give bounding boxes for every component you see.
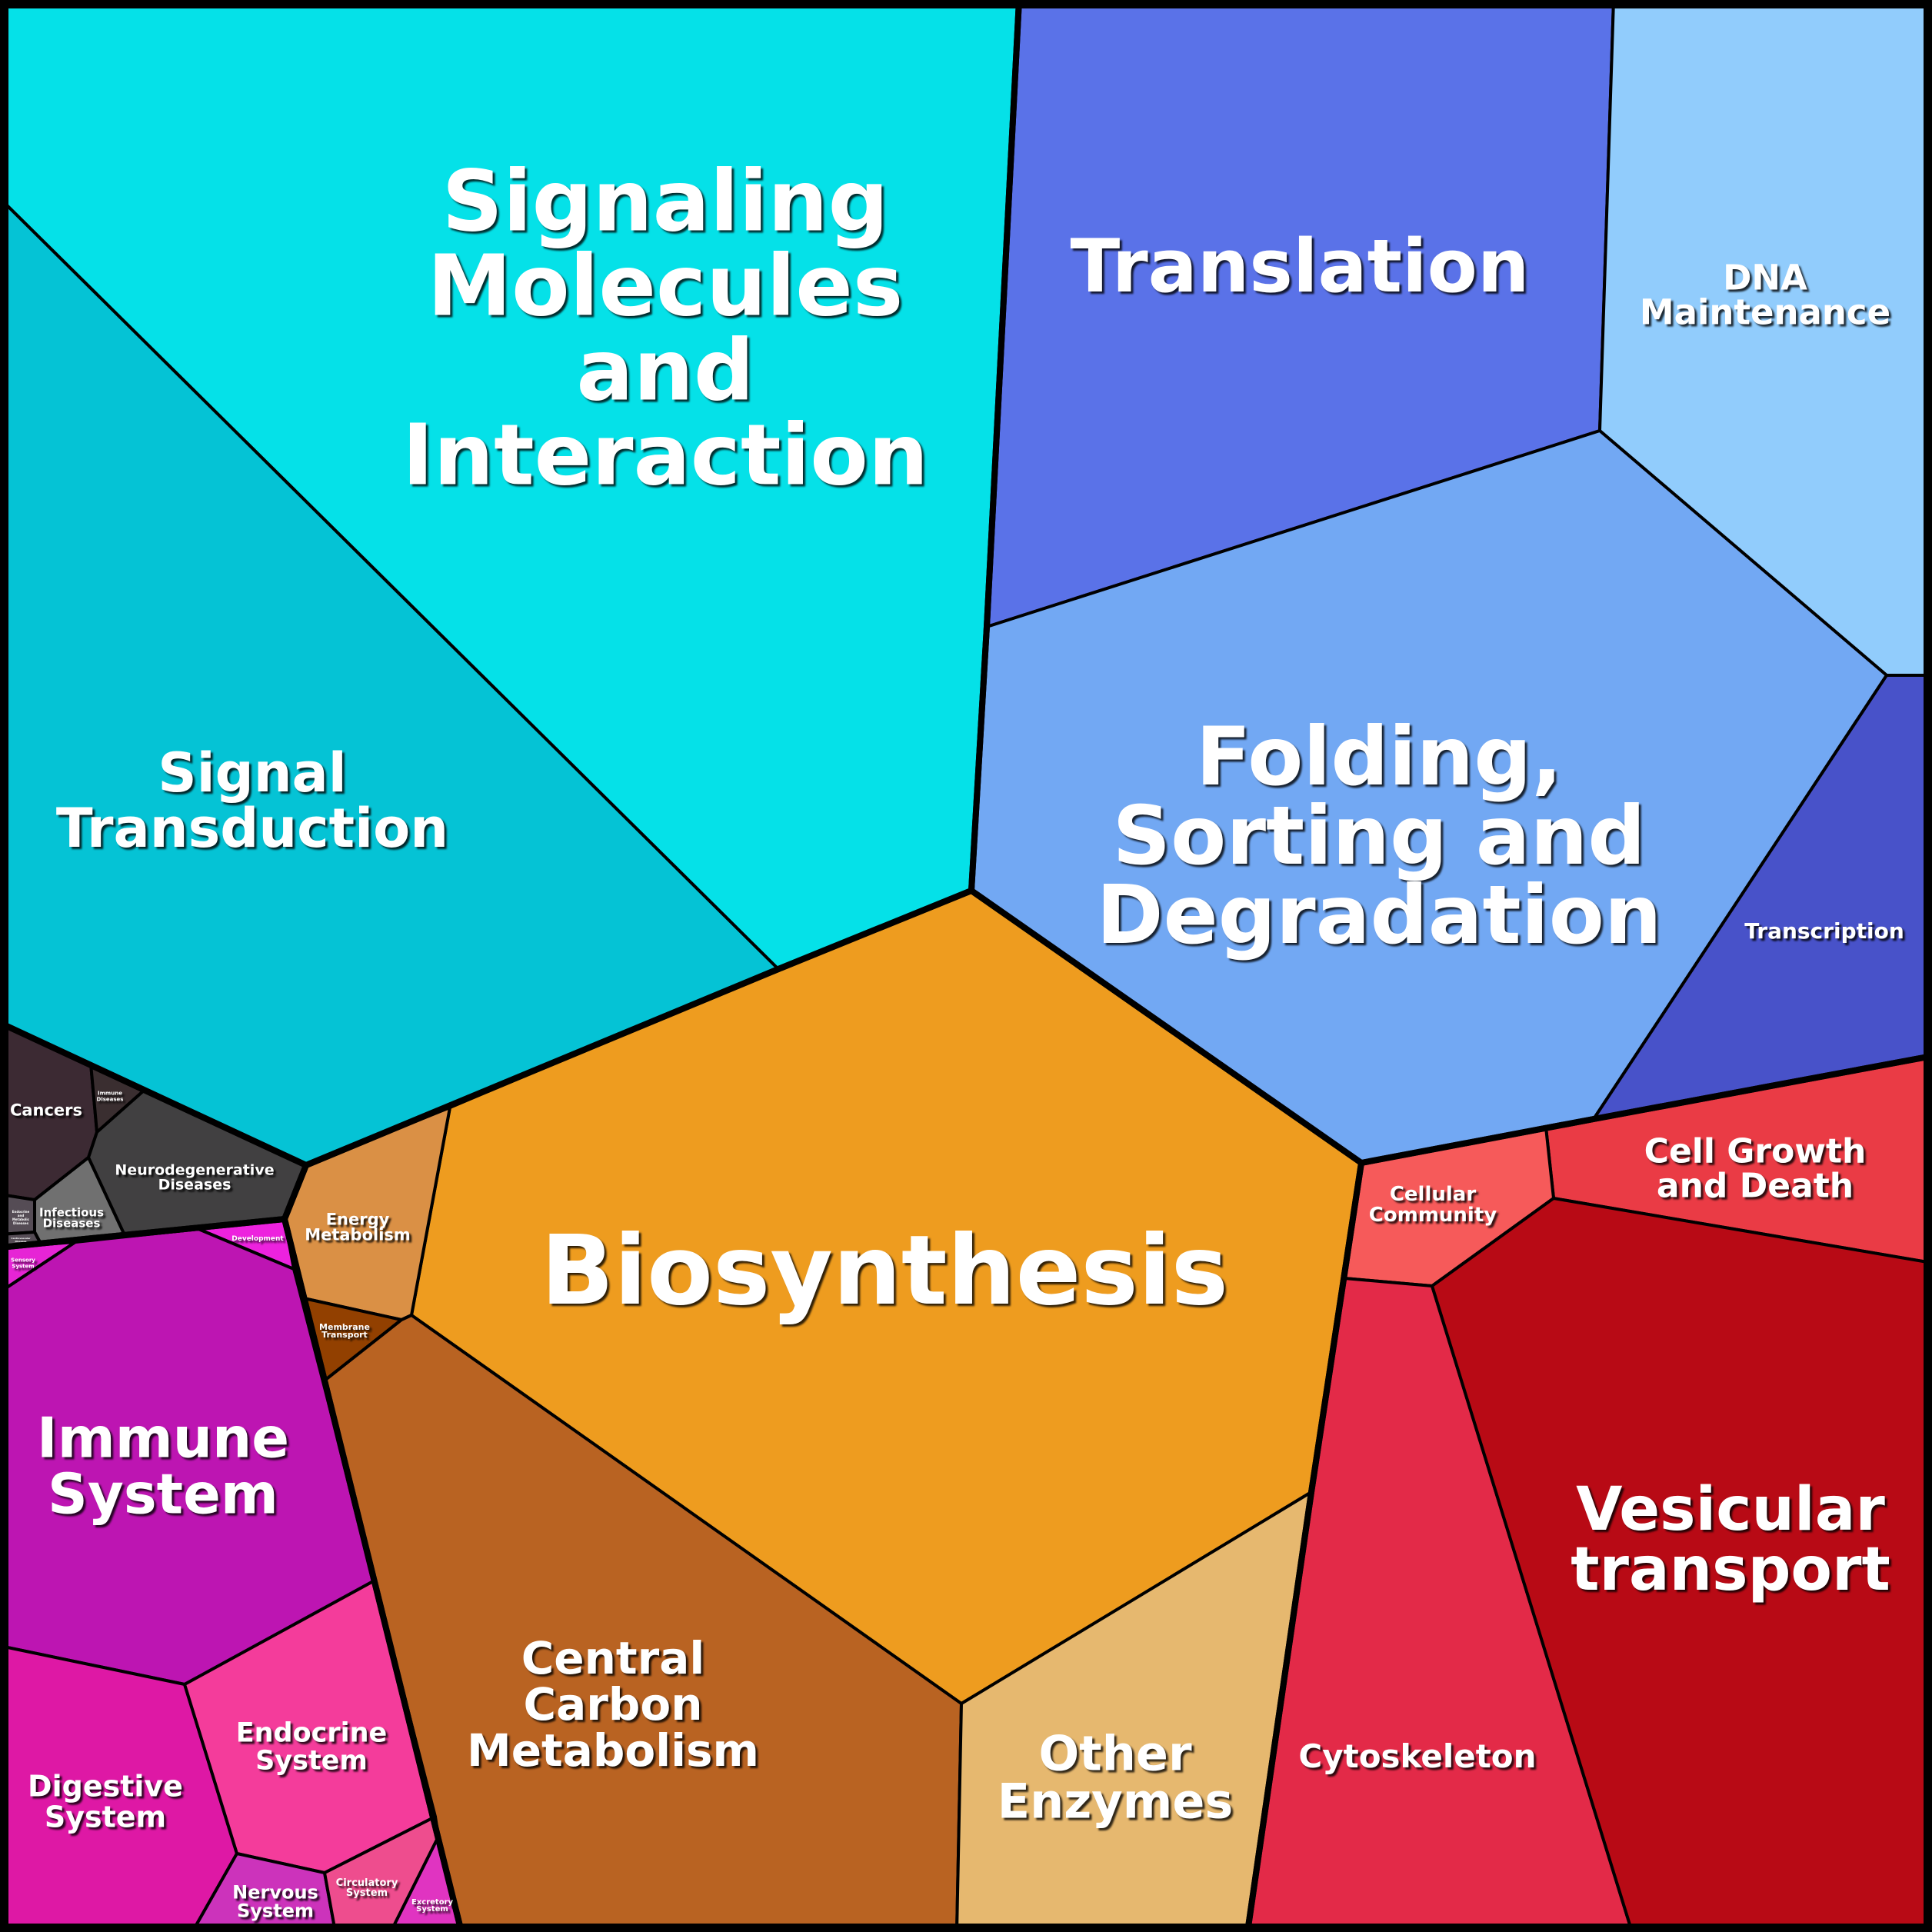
label-line: Biosynthesis [541, 1215, 1228, 1327]
label-line: Immune [98, 1091, 122, 1097]
label-line: and [18, 1214, 25, 1217]
label-line: System [48, 1461, 278, 1526]
label-line: Diseases [97, 1097, 124, 1103]
label-line: DNA [1723, 258, 1807, 298]
label-line: Translation [1070, 225, 1529, 309]
label-biosynthesis: Biosynthesis [541, 1215, 1228, 1327]
label-line: Metabolism [467, 1724, 759, 1777]
label-line: Diseases [13, 1221, 29, 1225]
label-line: Metabolism [305, 1226, 411, 1244]
label-line: Other [1038, 1725, 1192, 1781]
cell-nervous-system [191, 1852, 337, 1932]
label-cancers: Cancers [10, 1101, 82, 1120]
group-border-organismal-systems [0, 1216, 465, 1932]
label-line: System [346, 1887, 388, 1899]
label-line: Diseases [43, 1216, 101, 1230]
label-line: System [45, 1800, 166, 1834]
label-line: Digestive [28, 1770, 183, 1804]
label-line: Maintenance [1640, 292, 1890, 333]
label-line: Cellular [1390, 1183, 1477, 1206]
cell-transcription [1592, 674, 1932, 1121]
label-line: System [12, 1264, 34, 1270]
label-line: Signaling [442, 152, 889, 251]
label-line: Transduction [56, 797, 448, 860]
label-development: Development [232, 1235, 284, 1243]
label-line: Community [1369, 1204, 1497, 1227]
label-line: System [255, 1746, 368, 1777]
label-line: Carbon [524, 1678, 703, 1730]
label-line: transport [1571, 1535, 1890, 1604]
label-line: Signal [158, 741, 347, 804]
label-line: Circulatory [336, 1877, 398, 1889]
label-line: Nervous [232, 1882, 318, 1904]
label-line: Cancers [10, 1101, 82, 1120]
label-line: Cardiovascular [11, 1237, 31, 1240]
label-line: Transport [321, 1330, 368, 1340]
label-line: Membrane [319, 1322, 370, 1332]
label-line: Central [521, 1632, 705, 1684]
label-translation: Translation [1070, 225, 1529, 309]
label-line: Vesicular [1576, 1475, 1885, 1544]
label-line: Metabolic [12, 1217, 30, 1221]
label-line: Enzymes [998, 1773, 1234, 1829]
label-transcription: Transcription [1744, 918, 1904, 944]
cell-vesicular-transport [1431, 1197, 1932, 1932]
label-line: System [237, 1900, 314, 1922]
label-line: Molecules [428, 237, 904, 335]
label-line: Excretory [411, 1898, 454, 1907]
cell-other-enzymes [955, 1491, 1313, 1932]
label-line: and [576, 321, 754, 420]
label-cytoskeleton: Cytoskeleton [1298, 1737, 1536, 1775]
label-line: Endocrine [236, 1718, 388, 1749]
label-line: Sorting and [1113, 789, 1646, 883]
label-line: and Death [1657, 1166, 1854, 1205]
label-line: Diseases [158, 1176, 232, 1193]
label-line: Sensory [11, 1257, 35, 1264]
label-line: Cell Growth [1644, 1131, 1867, 1171]
label-line: Transcription [1744, 918, 1904, 944]
label-line: Degradation [1096, 868, 1661, 962]
label-line: Folding, [1196, 710, 1563, 804]
label-line: Endocrine [12, 1210, 30, 1214]
label-line: Development [232, 1235, 284, 1243]
label-line: Interaction [402, 406, 928, 505]
label-line: Diseases [15, 1240, 27, 1243]
label-line: Immune [37, 1405, 289, 1470]
label-line: Energy [326, 1211, 390, 1229]
label-line: Infectious [39, 1205, 104, 1219]
label-line: Cytoskeleton [1298, 1737, 1536, 1775]
label-line: System [416, 1905, 448, 1914]
label-line: Neurodegenerative [115, 1161, 274, 1178]
